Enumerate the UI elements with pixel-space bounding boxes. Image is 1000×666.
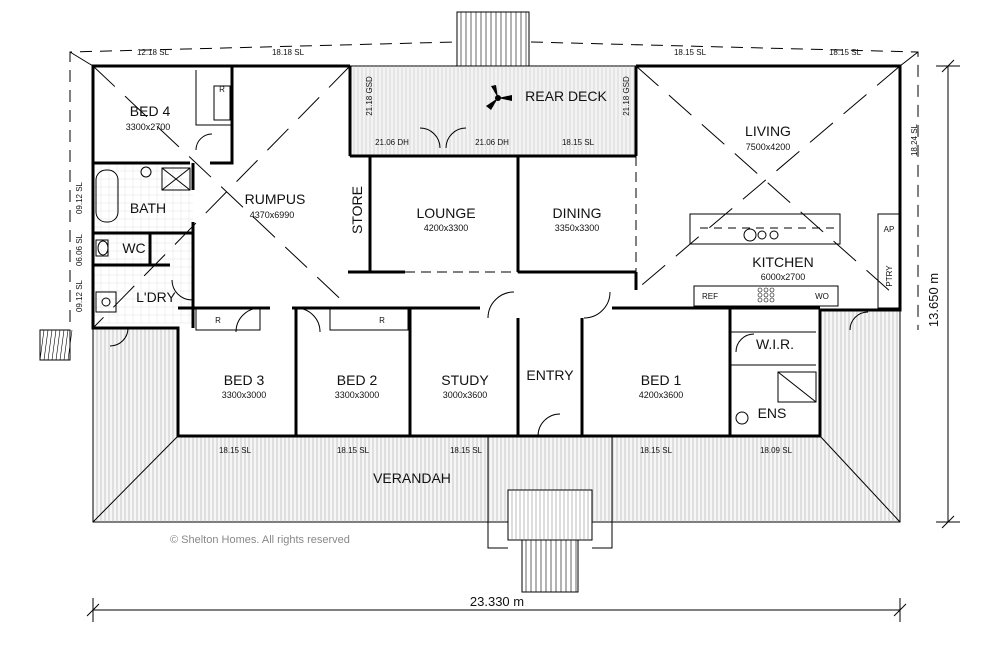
bed2-size: 3300x3000	[335, 390, 380, 400]
window-label: 21.18 GSD	[622, 76, 631, 116]
window-label: 06.06 SL	[75, 233, 84, 266]
robe-label-bed2: R	[379, 316, 385, 325]
robe-label-bed3: R	[215, 316, 221, 325]
window-label: 09.12 SL	[75, 181, 84, 214]
window-label: 18.18 SL	[272, 48, 305, 57]
window-label: 09.12 SL	[75, 279, 84, 312]
bed4-label: BED 4	[130, 103, 171, 119]
bed4-size: 3300x2700	[126, 122, 171, 132]
cooktop-burner	[757, 287, 763, 293]
rumpus-size: 4370x6990	[250, 210, 295, 220]
entry-label: ENTRY	[526, 367, 574, 383]
drawing-line	[47, 329, 53, 361]
drawing-line	[51, 329, 57, 361]
cooktop-burner	[763, 287, 769, 293]
cooktop-burner	[763, 292, 769, 298]
window-label: 18.15 SL	[829, 48, 862, 57]
cooktop-burner	[763, 297, 769, 303]
ldry-label: L'DRY	[136, 289, 176, 305]
dimension-lines	[86, 59, 960, 622]
fixtures	[95, 85, 817, 425]
wir-label: W.I.R.	[756, 336, 794, 352]
overall-width: 23.330 m	[470, 594, 524, 609]
rumpus-label: RUMPUS	[245, 191, 306, 207]
bed1-size: 4200x3600	[639, 390, 684, 400]
side-stairs	[39, 329, 73, 361]
cooktop-burner	[757, 292, 763, 298]
copyright-notice: © Shelton Homes. All rights reserved	[170, 534, 350, 546]
drawing-line	[63, 329, 69, 361]
study-label: STUDY	[441, 372, 489, 388]
window-label: 18.15 SL	[562, 138, 595, 147]
wc-label: WC	[122, 240, 145, 256]
cooktop-burner	[769, 292, 775, 298]
ap-label: AP	[884, 225, 895, 234]
ceiling-fan-icon	[486, 85, 512, 110]
drawing-line	[67, 329, 73, 361]
doors	[109, 127, 869, 437]
verandah-label: VERANDAH	[373, 470, 451, 486]
rear-stairs	[456, 11, 530, 67]
lounge-size: 4200x3300	[424, 223, 469, 233]
front-stairs	[487, 436, 613, 593]
cooktop-burner	[769, 287, 775, 293]
drawing-line	[43, 329, 49, 361]
study-size: 3000x3600	[443, 390, 488, 400]
internal-walls	[93, 66, 901, 436]
drawing-line	[59, 329, 65, 361]
window-label: 12.18 SL	[137, 48, 170, 57]
bed3-label: BED 3	[224, 372, 265, 388]
window-label: 18.15 SL	[450, 446, 483, 455]
bath-label: BATH	[130, 200, 166, 216]
dining-label: DINING	[553, 205, 602, 221]
bed3-size: 3300x3000	[222, 390, 267, 400]
robe-label-bed4: R	[219, 85, 225, 94]
window-label: 18.09 SL	[760, 446, 793, 455]
window-label: 18.15 SL	[640, 446, 673, 455]
window-label: 21.06 DH	[375, 138, 409, 147]
living-label: LIVING	[745, 123, 791, 139]
rear-deck-label: REAR DECK	[525, 88, 607, 104]
store-label: STORE	[349, 186, 365, 234]
living-size: 7500x4200	[746, 142, 791, 152]
kitchen-size: 6000x2700	[761, 272, 806, 282]
kitchen-label: KITCHEN	[752, 254, 813, 270]
window-label: 21.06 DH	[475, 138, 509, 147]
bed2-label: BED 2	[337, 372, 378, 388]
window-label: 18.15 SL	[219, 446, 252, 455]
rear-deck	[349, 65, 637, 157]
diagonal-lines	[92, 65, 901, 329]
wo-label: WO	[815, 292, 829, 301]
dining-size: 3350x3300	[555, 223, 600, 233]
ref-label: REF	[702, 292, 718, 301]
ptry-label: PTRY	[885, 265, 894, 287]
overall-depth: 13.650 m	[926, 273, 941, 327]
window-label: 18.15 SL	[337, 446, 370, 455]
cooktop-burner	[757, 297, 763, 303]
window-label: 18.24 SL	[910, 123, 919, 156]
roof-outline	[69, 41, 919, 342]
ens-label: ENS	[758, 405, 787, 421]
cooktop-burner	[769, 297, 775, 303]
bed1-label: BED 1	[641, 372, 682, 388]
verandah-area	[92, 309, 901, 523]
window-label: 21.18 GSD	[365, 76, 374, 116]
lounge-label: LOUNGE	[416, 205, 475, 221]
drawing-line	[39, 329, 45, 361]
window-label: 18.15 SL	[674, 48, 707, 57]
drawing-line	[55, 329, 61, 361]
